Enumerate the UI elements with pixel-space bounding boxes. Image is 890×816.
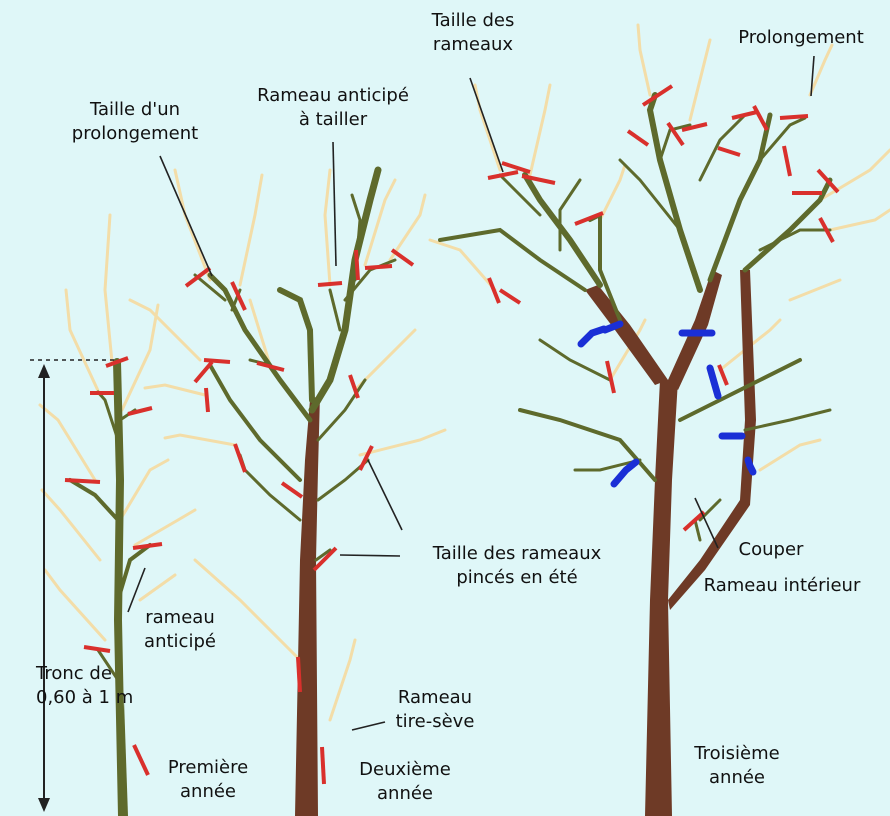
trunk-height-dimension	[30, 360, 115, 812]
label-line: anticipé	[118, 630, 242, 654]
label-line: Taille d'un	[50, 98, 220, 122]
label-line: année	[340, 782, 470, 806]
label-line: à tailler	[228, 108, 438, 132]
label-line: Taille des	[418, 9, 528, 33]
label-line: prolongement	[50, 122, 220, 146]
label-deuxieme-annee: Deuxième année	[340, 758, 470, 806]
label-line: Rameau intérieur	[676, 574, 888, 598]
label-taille-rameaux-pinces: Taille des rameaux pincés en été	[398, 542, 636, 590]
label-line: Deuxième	[340, 758, 470, 782]
label-line: Rameau anticipé	[228, 84, 438, 108]
label-line: tire-sève	[380, 710, 490, 734]
label-line: rameaux	[418, 33, 528, 57]
label-troisieme-annee: Troisième année	[672, 742, 802, 790]
label-line: rameau	[118, 606, 242, 630]
label-line: Taille des rameaux	[398, 542, 636, 566]
label-taille-des-rameaux: Taille des rameaux	[418, 9, 528, 57]
label-line: année	[672, 766, 802, 790]
label-line: Troisième	[672, 742, 802, 766]
label-line: Prolongement	[716, 26, 886, 50]
label-line: Tronc de	[36, 662, 196, 686]
label-line: année	[148, 780, 268, 804]
label-line: 0,60 à 1 m	[36, 686, 196, 710]
label-rameau-anticipe-a-tailler: Rameau anticipé à tailler	[228, 84, 438, 132]
label-taille-prolongement: Taille d'un prolongement	[50, 98, 220, 146]
label-tronc: Tronc de 0,60 à 1 m	[36, 662, 196, 710]
label-line: Rameau	[380, 686, 490, 710]
label-rameau-tire-seve: Rameau tire-sève	[380, 686, 490, 734]
label-rameau-interieur: Rameau intérieur	[676, 574, 888, 598]
label-line: pincés en été	[398, 566, 636, 590]
label-prolongement: Prolongement	[716, 26, 886, 50]
label-couper: Couper	[716, 538, 826, 562]
label-premiere-annee: Première année	[148, 756, 268, 804]
label-rameau-anticipe: rameau anticipé	[118, 606, 242, 654]
label-line: Couper	[716, 538, 826, 562]
label-line: Première	[148, 756, 268, 780]
